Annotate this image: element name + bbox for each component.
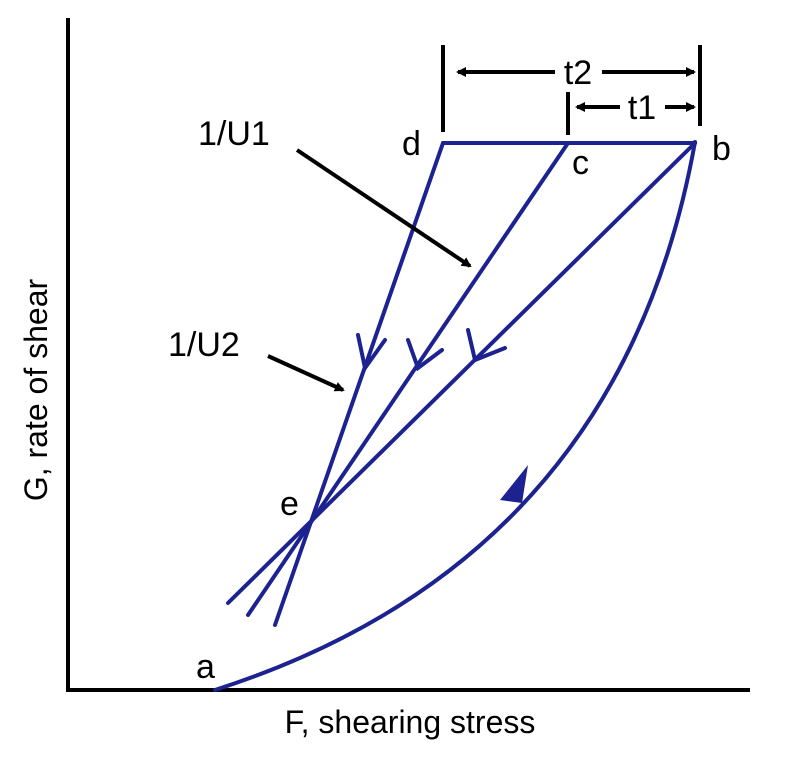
point-a-label: a <box>196 648 215 686</box>
y-axis-label: G, rate of shear <box>18 278 54 501</box>
t2-label: t2 <box>564 54 592 92</box>
point-c-label: c <box>572 144 589 182</box>
up-curve-arrowhead <box>500 465 528 503</box>
up-curve-a-b <box>213 140 697 692</box>
u1-pointer <box>295 148 472 268</box>
line-d-e <box>273 141 445 627</box>
point-e-label: e <box>280 485 299 523</box>
u2-label: 1/U2 <box>168 326 240 364</box>
arrowhead-b <box>466 328 507 363</box>
point-b-label: b <box>712 130 731 168</box>
arrowhead-d <box>356 333 387 373</box>
x-axis-label: F, shearing stress <box>285 704 536 740</box>
arrowhead-c <box>406 338 444 372</box>
line-b-e <box>226 141 697 605</box>
u2-pointer <box>267 354 345 392</box>
u1-label: 1/U1 <box>198 115 270 153</box>
point-d-label: d <box>402 125 421 163</box>
t1-label: t1 <box>628 89 656 127</box>
line-c-e <box>246 141 570 617</box>
